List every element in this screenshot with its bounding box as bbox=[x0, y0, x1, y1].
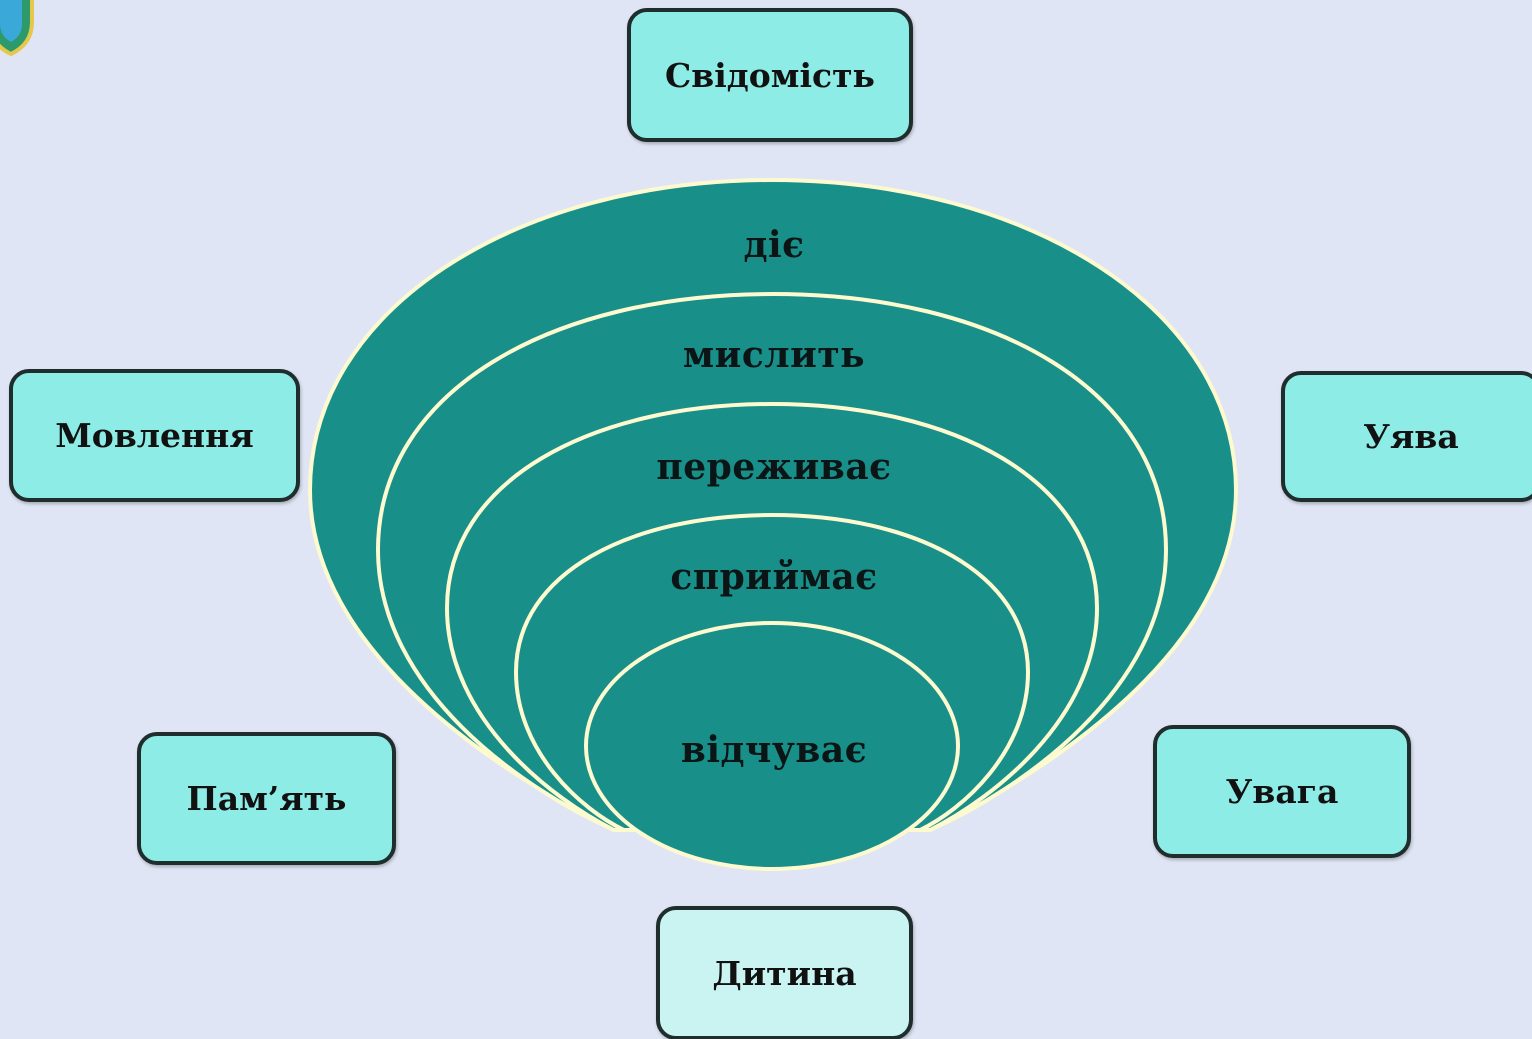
box-imagination-label: Уява bbox=[1363, 417, 1459, 456]
layer-label-thinks: мислить bbox=[682, 334, 866, 376]
box-attention-label: Увага bbox=[1225, 772, 1339, 811]
layer-label-senses: відчуває bbox=[680, 729, 868, 771]
layer-label-feels: переживає bbox=[656, 446, 892, 488]
corner-logo-icon bbox=[0, 0, 34, 56]
box-imagination: Уява bbox=[1281, 371, 1532, 502]
layer-label-perceives: сприймає bbox=[670, 556, 878, 598]
box-memory: Пам’ять bbox=[137, 732, 396, 865]
layer-senses-shape bbox=[584, 621, 960, 871]
box-consciousness-label: Свідомість bbox=[665, 55, 875, 95]
box-child-label: Дитина bbox=[712, 953, 857, 993]
box-child: Дитина bbox=[656, 906, 913, 1039]
box-attention: Увага bbox=[1153, 725, 1411, 858]
box-speech-label: Мовлення bbox=[55, 416, 254, 455]
box-consciousness: Свідомість bbox=[627, 8, 913, 142]
box-speech: Мовлення bbox=[9, 369, 300, 502]
box-memory-label: Пам’ять bbox=[186, 779, 347, 818]
layer-label-acts: діє bbox=[743, 224, 805, 266]
